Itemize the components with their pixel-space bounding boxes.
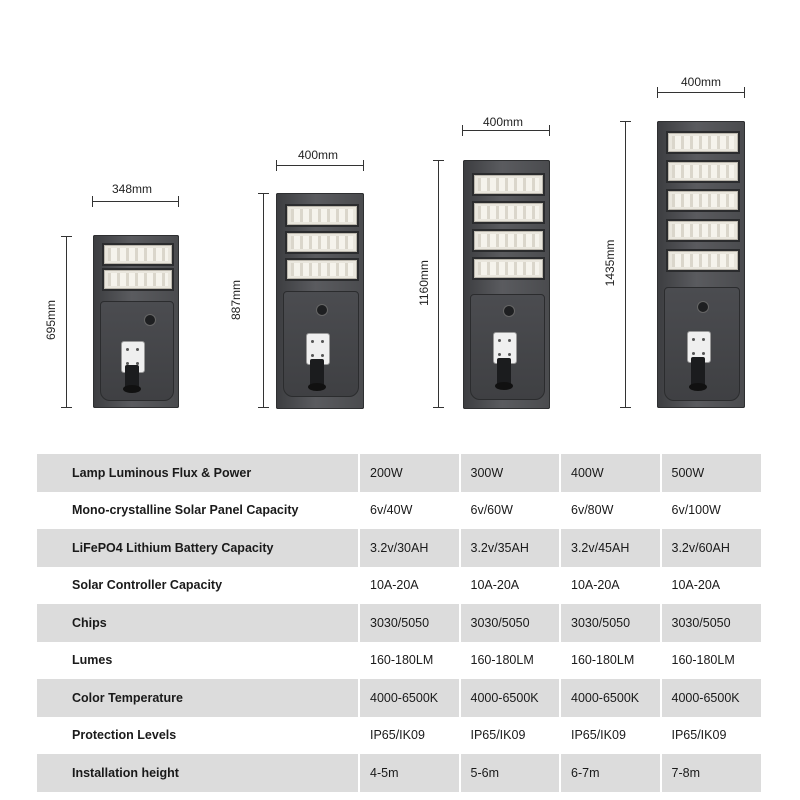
sensor-icon [144, 314, 156, 326]
row-label: Installation height [37, 754, 359, 792]
cell-value: 4000-6500K [458, 679, 560, 717]
table-row: Lumes 160-180LM 160-180LM 160-180LM 160-… [37, 641, 761, 679]
cell-value: 6v/80W [559, 491, 661, 529]
cell-value: 3030/5050 [458, 604, 560, 642]
lamp-2-width-line [276, 160, 364, 171]
led-panel [471, 201, 546, 224]
table-row: Color Temperature 4000-6500K 4000-6500K … [37, 679, 761, 717]
lamp-4-width-line [657, 87, 745, 98]
led-panel [284, 258, 360, 281]
led-panel [471, 257, 546, 280]
cell-value: 3030/5050 [559, 604, 661, 642]
lamp-3-height-line [433, 160, 444, 408]
cell-value: 6v/40W [358, 491, 460, 529]
cell-value: 3030/5050 [358, 604, 460, 642]
cell-value: 160-180LM [559, 641, 661, 679]
cell-value: 6-7m [559, 754, 661, 792]
cell-value: 5-6m [458, 754, 560, 792]
table-row: Lamp Luminous Flux & Power 200W 300W 400… [37, 454, 761, 492]
table-row: LiFePO4 Lithium Battery Capacity 3.2v/30… [37, 529, 761, 567]
spec-table: Lamp Luminous Flux & Power 200W 300W 400… [37, 454, 761, 792]
led-panel [101, 243, 175, 266]
table-row: Installation height 4-5m 5-6m 6-7m 7-8m [37, 754, 761, 792]
table-row: Protection Levels IP65/IK09 IP65/IK09 IP… [37, 716, 761, 754]
lamp-2-height-line [258, 193, 269, 408]
led-panel [471, 173, 546, 196]
led-panel [284, 231, 360, 254]
led-panel [101, 268, 175, 291]
row-label: Lumes [37, 641, 359, 679]
pole-stub [123, 365, 141, 393]
pole-stub [689, 357, 707, 391]
led-panel [665, 160, 741, 183]
cell-value: 200W [358, 454, 460, 492]
lamp-3-height-label: 1160mm [417, 260, 431, 306]
lamp-1-height-label: 695mm [44, 300, 58, 341]
cell-value: 6v/60W [458, 491, 560, 529]
pole-stub [308, 359, 326, 391]
cell-value: IP65/IK09 [358, 716, 460, 754]
led-panel [665, 249, 741, 272]
lamp-1-width-label: 348mm [112, 182, 153, 196]
cell-value: 160-180LM [358, 641, 460, 679]
cell-value: 10A-20A [458, 566, 560, 604]
table-row: Mono-crystalline Solar Panel Capacity 6v… [37, 491, 761, 529]
cell-value: 10A-20A [659, 566, 761, 604]
cell-value: 3.2v/35AH [458, 529, 560, 567]
row-label: Mono-crystalline Solar Panel Capacity [37, 491, 359, 529]
lamp-1-height-line [61, 236, 72, 408]
cell-value: 4-5m [358, 754, 460, 792]
cell-value: 500W [659, 454, 761, 492]
row-label: Lamp Luminous Flux & Power [37, 454, 359, 492]
lamp-3-width-line [462, 125, 550, 136]
led-panel [665, 189, 741, 212]
led-panel [665, 131, 741, 154]
row-label: Color Temperature [37, 679, 359, 717]
cell-value: 3030/5050 [659, 604, 761, 642]
cell-value: 7-8m [659, 754, 761, 792]
sensor-icon [697, 301, 709, 313]
cell-value: 4000-6500K [559, 679, 661, 717]
cell-value: 10A-20A [358, 566, 460, 604]
led-panel [471, 229, 546, 252]
cell-value: IP65/IK09 [559, 716, 661, 754]
lamp-1-width-line [92, 196, 179, 207]
lamp-3-image [463, 160, 550, 409]
cell-value: IP65/IK09 [659, 716, 761, 754]
lamp-4-height-label: 1435mm [603, 239, 617, 287]
table-row: Chips 3030/5050 3030/5050 3030/5050 3030… [37, 604, 761, 642]
led-panel [284, 204, 360, 227]
cell-value: 3.2v/30AH [358, 529, 460, 567]
cell-value: 10A-20A [559, 566, 661, 604]
cell-value: 400W [559, 454, 661, 492]
row-label: Chips [37, 604, 359, 642]
lamp-1-image [93, 235, 179, 408]
cell-value: 3.2v/45AH [559, 529, 661, 567]
cell-value: 3.2v/60AH [659, 529, 761, 567]
lamp-3-width-label: 400mm [483, 115, 524, 129]
cell-value: 160-180LM [659, 641, 761, 679]
lamp-2-image [276, 193, 364, 409]
lamp-2-width-label: 400mm [298, 148, 339, 162]
lamp-4-image [657, 121, 745, 408]
pole-stub [495, 358, 513, 390]
row-label: LiFePO4 Lithium Battery Capacity [37, 529, 359, 567]
lamp-4-height-line [620, 121, 631, 408]
sensor-icon [503, 305, 515, 317]
sensor-icon [316, 304, 328, 316]
led-panel [665, 219, 741, 242]
table-row: Solar Controller Capacity 10A-20A 10A-20… [37, 566, 761, 604]
cell-value: 160-180LM [458, 641, 560, 679]
row-label: Solar Controller Capacity [37, 566, 359, 604]
cell-value: 300W [458, 454, 560, 492]
cell-value: IP65/IK09 [458, 716, 560, 754]
cell-value: 6v/100W [659, 491, 761, 529]
lamp-4-width-label: 400mm [681, 75, 722, 89]
cell-value: 4000-6500K [358, 679, 460, 717]
lamp-2-height-label: 887mm [229, 280, 243, 321]
row-label: Protection Levels [37, 716, 359, 754]
cell-value: 4000-6500K [659, 679, 761, 717]
